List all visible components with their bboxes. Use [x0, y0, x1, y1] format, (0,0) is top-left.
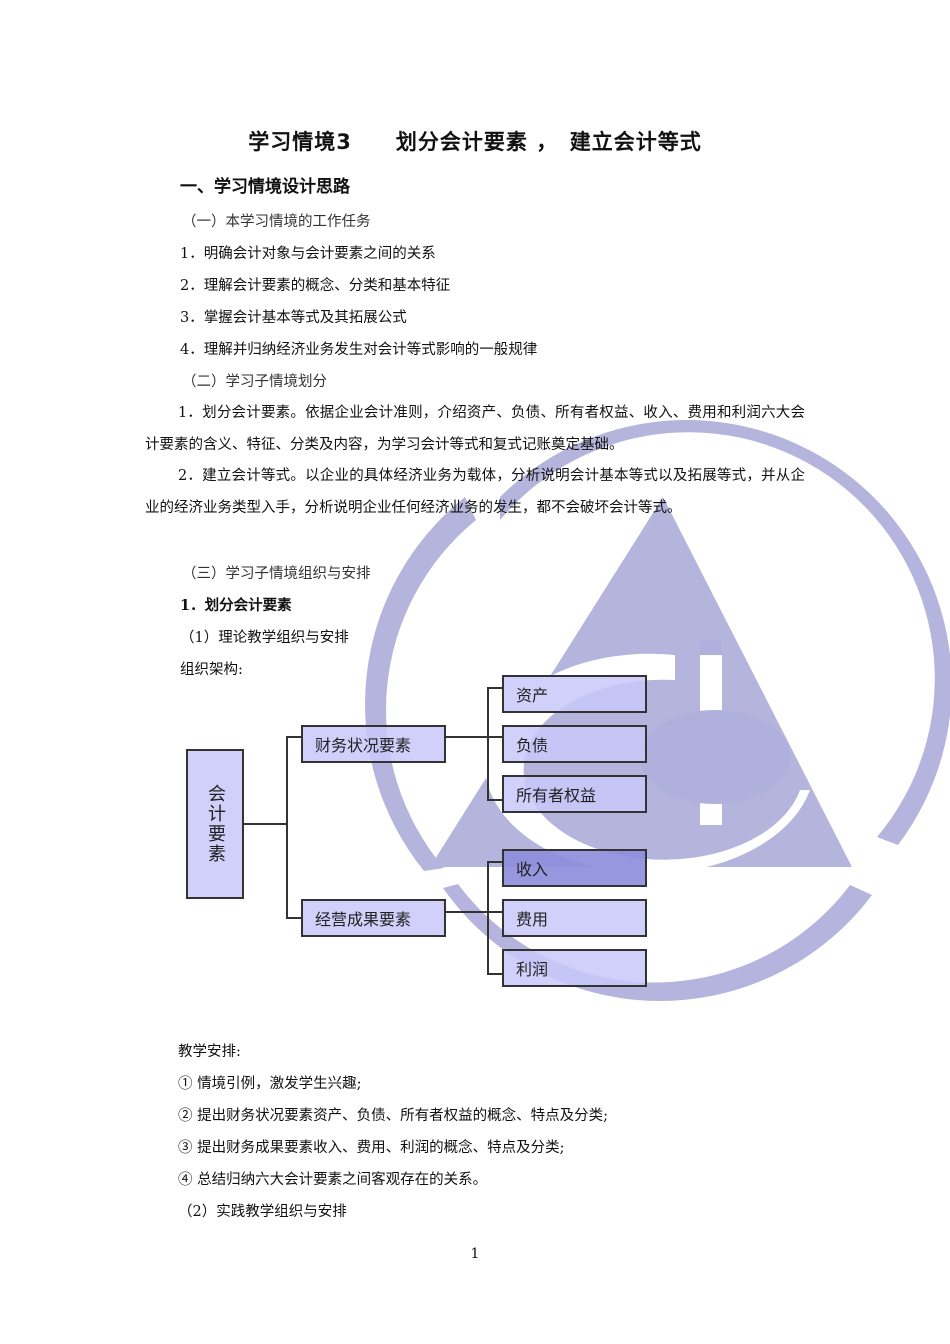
- branch-operating-results: 经营成果要素: [301, 899, 446, 937]
- task-item-2: 2．理解会计要素的概念、分类和基本特征: [180, 278, 451, 294]
- connector: [487, 861, 502, 863]
- section-heading: 一、学习情境设计思路: [180, 177, 350, 197]
- connector: [286, 917, 301, 919]
- subsection-heading-1: （一）本学习情境的工作任务: [182, 214, 371, 230]
- paragraph-2: 2．建立会计等式。以企业的具体经济业务为载体，分析说明会计基本等式以及拓展等式，…: [145, 461, 805, 524]
- connector: [286, 736, 301, 738]
- subsection-heading-3: （三）学习子情境组织与安排: [182, 566, 371, 582]
- leaf-owners-equity: 所有者权益: [502, 775, 647, 813]
- connector: [286, 736, 288, 918]
- teaching-item-2: ② 提出财务状况要素资产、负债、所有者权益的概念、特点及分类;: [178, 1108, 608, 1124]
- part-2-heading: （2）实践教学组织与安排: [178, 1204, 347, 1220]
- leaf-assets: 资产: [502, 675, 647, 713]
- leaf-expenses: 费用: [502, 899, 647, 937]
- connector: [487, 973, 502, 975]
- subsection-heading-2: （二）学习子情境划分: [182, 374, 327, 390]
- connector: [487, 861, 489, 975]
- task-item-3: 3．掌握会计基本等式及其拓展公式: [180, 310, 407, 326]
- connector: [244, 823, 287, 825]
- connector: [446, 911, 502, 913]
- teaching-item-3: ③ 提出财务成果要素收入、费用、利润的概念、特点及分类;: [178, 1140, 565, 1156]
- teaching-item-1: ① 情境引例，激发学生兴趣;: [178, 1076, 362, 1092]
- leaf-liabilities: 负债: [502, 725, 647, 763]
- part-1-heading: （1）理论教学组织与安排: [180, 630, 349, 646]
- item-heading: 1．划分会计要素: [180, 597, 292, 614]
- task-item-1: 1．明确会计对象与会计要素之间的关系: [180, 246, 436, 262]
- task-item-4: 4．理解并归纳经济业务发生对会计等式影响的一般规律: [180, 342, 538, 358]
- leaf-profit: 利润: [502, 949, 647, 987]
- page-title: 学习情境3 划分会计要素 ， 建立会计等式: [248, 130, 702, 154]
- paragraph-2-text: 2．建立会计等式。以企业的具体经济业务为载体，分析说明会计基本等式以及拓展等式，…: [145, 468, 805, 516]
- paragraph-1: 1．划分会计要素。依据企业会计准则，介绍资产、负债、所有者权益、收入、费用和利润…: [145, 398, 805, 461]
- page-number: 1: [470, 1246, 480, 1262]
- org-label: 组织架构:: [180, 662, 243, 678]
- connector: [487, 687, 502, 689]
- root-box: 会计要素: [186, 749, 244, 899]
- paragraph-1-text: 1．划分会计要素。依据企业会计准则，介绍资产、负债、所有者权益、收入、费用和利润…: [145, 405, 805, 453]
- leaf-revenue: 收入: [502, 849, 647, 887]
- connector: [446, 736, 502, 738]
- teaching-item-4: ④ 总结归纳六大会计要素之间客观存在的关系。: [178, 1172, 488, 1188]
- connector: [487, 799, 502, 801]
- connector: [487, 687, 489, 800]
- teaching-label: 教学安排:: [178, 1044, 241, 1060]
- branch-financial-position: 财务状况要素: [301, 725, 446, 763]
